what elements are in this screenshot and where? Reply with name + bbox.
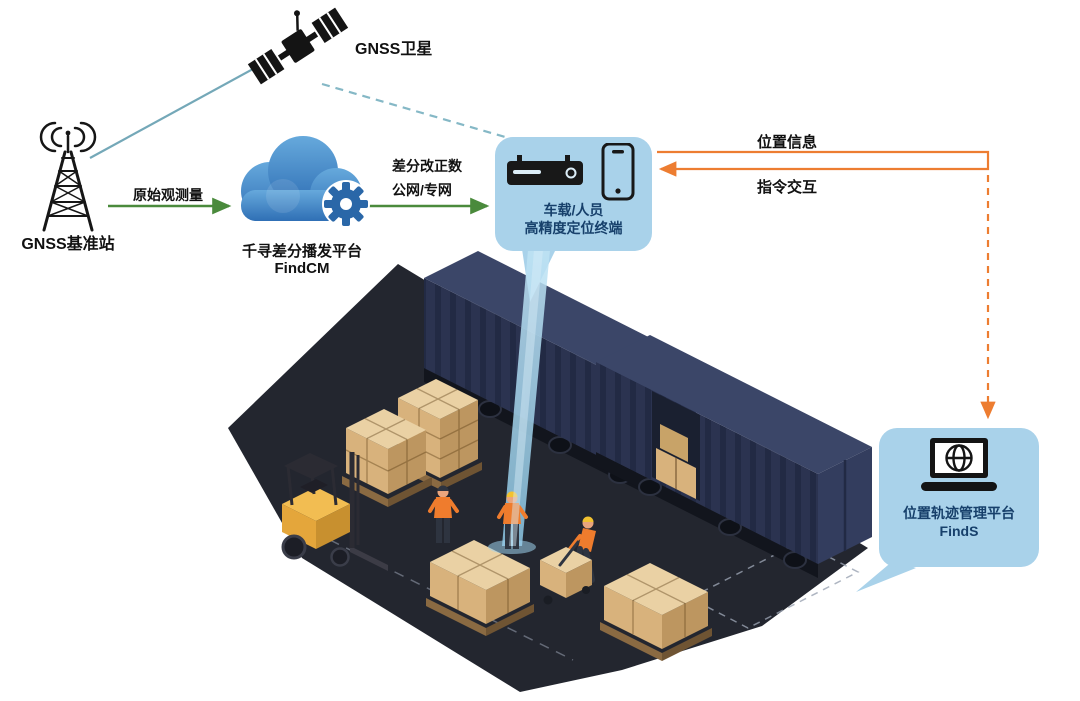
beam-ground-glow: [488, 540, 536, 554]
globe-icon: [945, 444, 973, 472]
base-station-tower-icon: [39, 121, 97, 232]
terminal-icons: [506, 143, 634, 201]
ground-parking-marking: [688, 541, 860, 629]
worker-2: [497, 491, 528, 549]
arrow-position-command-loop: [657, 150, 990, 177]
worker-1: [428, 485, 459, 543]
warehouse-scene: [228, 249, 872, 692]
correction-label-line1: 差分改正数: [392, 158, 462, 174]
smartphone-icon: [601, 143, 634, 201]
command-interaction-label: 指令交互: [757, 179, 818, 196]
position-info-label: 位置信息: [757, 134, 818, 151]
pallet-bottom-right: [600, 563, 712, 661]
beam-highlight: [509, 250, 543, 546]
platform-name: 位置轨迹管理平台: [903, 505, 1015, 521]
positioning-beam: [502, 250, 550, 546]
base-station-label: GNSS基准站: [21, 236, 115, 253]
cloud-platform-name: 千寻差分播发平台: [241, 243, 362, 260]
yard-ground: [228, 264, 868, 692]
terminal-label-line1: 车载/人员: [543, 202, 604, 218]
link-satellite-basestation: [89, 63, 263, 159]
worker-3-pallet-jack: [540, 516, 596, 605]
terminal-label-line2: 高精度定位终端: [524, 220, 623, 236]
pallet-bottom-center: [426, 540, 534, 636]
platform-bubble-tail: [856, 560, 916, 592]
vehicle-terminal-icon: [506, 155, 583, 185]
raw-observation-label: 原始观测量: [133, 187, 203, 203]
laptop-globe-icon: [921, 438, 997, 491]
management-platform-bubble: 位置轨迹管理平台 FindS: [879, 428, 1039, 567]
platform-product: FindS: [939, 523, 979, 539]
correction-label-line2: 公网/专网: [392, 182, 452, 198]
link-satellite-terminal-dashed: [321, 82, 513, 141]
cloud-platform-product: FindCM: [274, 260, 330, 277]
satellite-label: GNSS卫星: [355, 41, 433, 58]
shipping-container-2: [596, 335, 872, 578]
terminal-bubble: 车载/人员 高精度定位终端: [495, 137, 652, 251]
gear-icon: [322, 180, 370, 228]
forklift: [281, 452, 388, 571]
cloud-platform-icon: [241, 136, 370, 228]
gnss-satellite-icon: [247, 7, 349, 85]
